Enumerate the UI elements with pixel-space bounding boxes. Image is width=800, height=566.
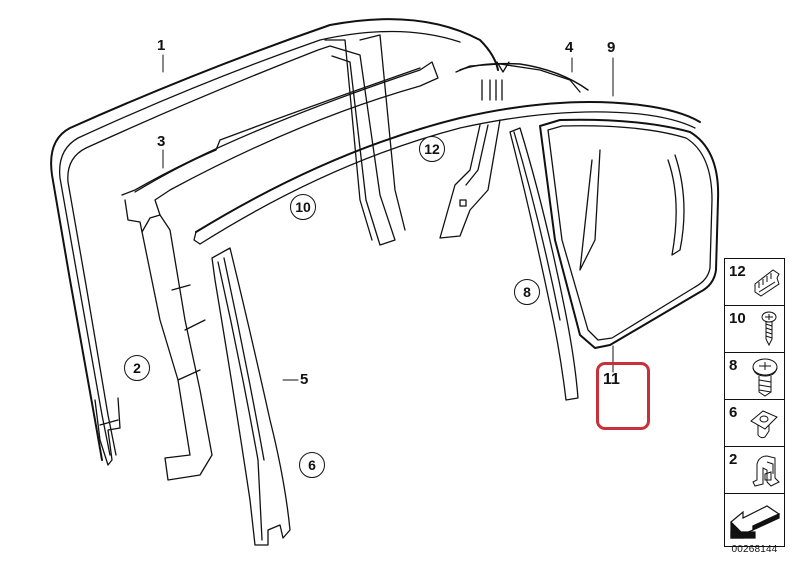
catalog-number: 00268144 [731, 544, 778, 555]
part-5-pillar-trim [211, 247, 291, 546]
screw-large-icon [752, 358, 778, 397]
callout-part-8: 8 [514, 279, 540, 305]
part-3-inner-channel [121, 61, 439, 481]
legend-num: 10 [729, 310, 746, 327]
callout-part-10: 10 [290, 194, 316, 220]
label-part-4: 4 [565, 39, 574, 56]
callout-part-12: 12 [419, 136, 445, 162]
legend-num: 2 [729, 451, 738, 468]
callout-part-6: 6 [299, 452, 325, 478]
legend-item-6: 6 [725, 400, 784, 447]
fastener-legend: 12 10 8 6 2 [724, 258, 785, 547]
spring-clip-icon [752, 455, 780, 487]
label-part-1: 1 [157, 37, 166, 54]
legend-item-2: 2 [725, 447, 784, 494]
part-2-lower-bracket [94, 397, 121, 466]
callout-part-2: 2 [124, 355, 150, 381]
nut-clip-icon [750, 410, 778, 439]
part-11-window-frame [539, 118, 720, 349]
direction-arrow-icon [730, 505, 781, 539]
legend-item-12: 12 [725, 259, 784, 306]
label-part-9: 9 [607, 39, 616, 56]
highlight-box-part-11 [596, 362, 650, 430]
leader-lines [162, 54, 614, 381]
clip-strip-icon [754, 269, 780, 297]
legend-num: 8 [729, 357, 738, 374]
label-part-5: 5 [300, 371, 309, 388]
part-8-trim-strip [509, 127, 579, 401]
legend-num: 12 [729, 263, 746, 280]
part-12-center-pillar [439, 61, 589, 239]
part-1-frame-seal [50, 18, 499, 461]
screw-small-icon [761, 311, 777, 347]
legend-item-8: 8 [725, 353, 784, 400]
legend-num: 6 [729, 404, 738, 421]
label-part-3: 3 [157, 133, 166, 150]
legend-item-10: 10 [725, 306, 784, 353]
part-10-roof-rail [193, 100, 701, 245]
legend-item-arrow [725, 494, 784, 546]
label-part-11: 11 [603, 371, 620, 388]
